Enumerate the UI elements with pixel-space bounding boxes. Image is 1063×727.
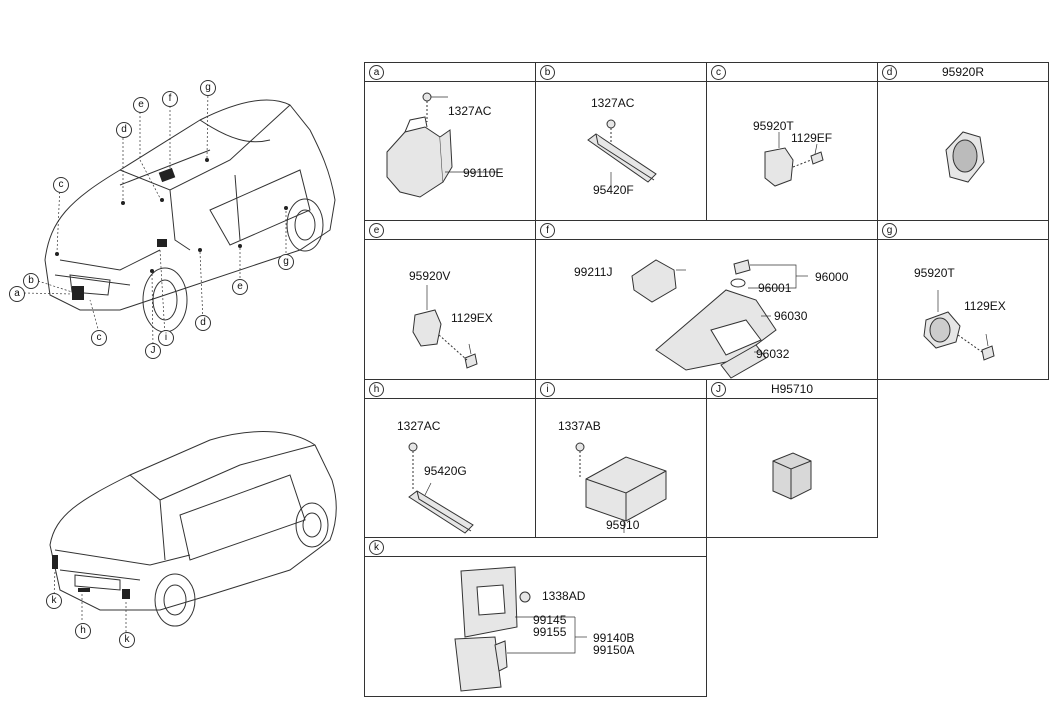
section-title: H95710 [770,382,814,396]
section-letter: h [369,382,384,397]
section-header: a [365,63,535,82]
part-number: 1129EX [964,299,1006,313]
part-number: 96030 [774,309,808,323]
section-header: b [536,63,706,82]
section-g: g 95920T 1129EX [877,220,1049,380]
part-illustration [587,119,657,186]
vehicle-callout-j: J [145,343,161,359]
part-illustration [386,92,497,198]
section-f: f 99211J 96001 96000 96030 96032 [535,220,879,380]
vehicle-callout-g: g [200,80,216,96]
section-c: c 95920T 1129EF [706,62,878,221]
section-header: k [365,538,706,557]
part-number: 99155 [533,625,567,639]
part-number: 95920T [753,119,794,133]
section-header: h [365,380,535,399]
section-e: e 95920V 1129EX [364,220,536,380]
section-header: d 95920R [878,63,1048,82]
part-number: 1129EF [791,131,833,145]
section-letter: i [540,382,555,397]
section-h: h 1327AC 95420G [364,379,536,538]
vehicle-front-view [23,87,336,349]
part-illustration [631,259,808,379]
vehicle-callout-d: d [116,122,132,138]
part-number: 1327AC [397,419,441,433]
part-number: 99145 [533,613,567,627]
part-illustration [764,132,824,187]
part-illustration [945,131,985,183]
vehicle-callout-i: i [158,330,174,346]
section-letter: f [540,223,555,238]
section-j: J H95710 [706,379,878,538]
part-number: 99150A [593,643,635,657]
part-number: 96001 [758,281,792,295]
part-number: 1337AB [558,419,601,433]
vehicle-callout-g-lower: g [278,254,294,270]
vehicle-callout-c-lower: c [91,330,107,346]
section-header: f [536,221,878,240]
section-letter: g [882,223,897,238]
part-number: 95920V [409,269,451,283]
section-header: i [536,380,706,399]
part-illustration [454,566,587,692]
section-d: d 95920R [877,62,1049,221]
part-number: 95420F [593,183,634,197]
part-number: 99140B [593,631,635,645]
part-illustration [412,285,478,369]
part-illustration [772,452,812,500]
vehicle-rear-view [49,431,337,632]
section-header: c [707,63,877,82]
section-title: 95920R [941,65,985,79]
vehicle-callout-e-lower: e [232,279,248,295]
vehicle-callout-d-lower: d [195,315,211,331]
section-a: a 1327AC 99110E [364,62,536,221]
section-i: i 1337AB 95910 [535,379,707,538]
section-letter: a [369,65,384,80]
section-letter: e [369,223,384,238]
section-header: J H95710 [707,380,877,399]
part-number: 1327AC [448,104,492,118]
section-letter: c [711,65,726,80]
section-b: b 1327AC 95420F [535,62,707,221]
part-number: 99211J [574,265,613,279]
part-illustration [575,442,667,533]
part-number: 95420G [424,464,467,478]
vehicle-callout-c: c [53,177,69,193]
part-number: 95910 [606,518,640,532]
vehicle-callout-a: a [9,286,25,302]
part-number: 96032 [756,347,790,361]
section-header: e [365,221,535,240]
part-number: 1327AC [591,96,635,110]
section-letter: J [711,382,726,397]
part-number: 95920T [914,266,955,280]
section-letter: k [369,540,384,555]
vehicle-callout-b: b [23,273,39,289]
vehicle-callout-k-right: k [119,632,135,648]
part-number: 96000 [815,270,849,284]
vehicle-callout-e: e [133,97,149,113]
vehicle-callout-h: h [75,623,91,639]
part-number: 1338AD [542,589,586,603]
part-illustration [923,290,995,361]
section-letter: b [540,65,555,80]
section-letter: d [882,65,897,80]
part-number: 1129EX [451,311,493,325]
part-illustration [408,442,474,534]
vehicle-callout-k-left: k [46,593,62,609]
section-header: g [878,221,1048,240]
vehicle-callout-f: f [162,91,178,107]
part-number: 99110E [463,166,504,180]
section-k: k 1338AD 99145 99155 99140B 99150A [364,537,707,697]
